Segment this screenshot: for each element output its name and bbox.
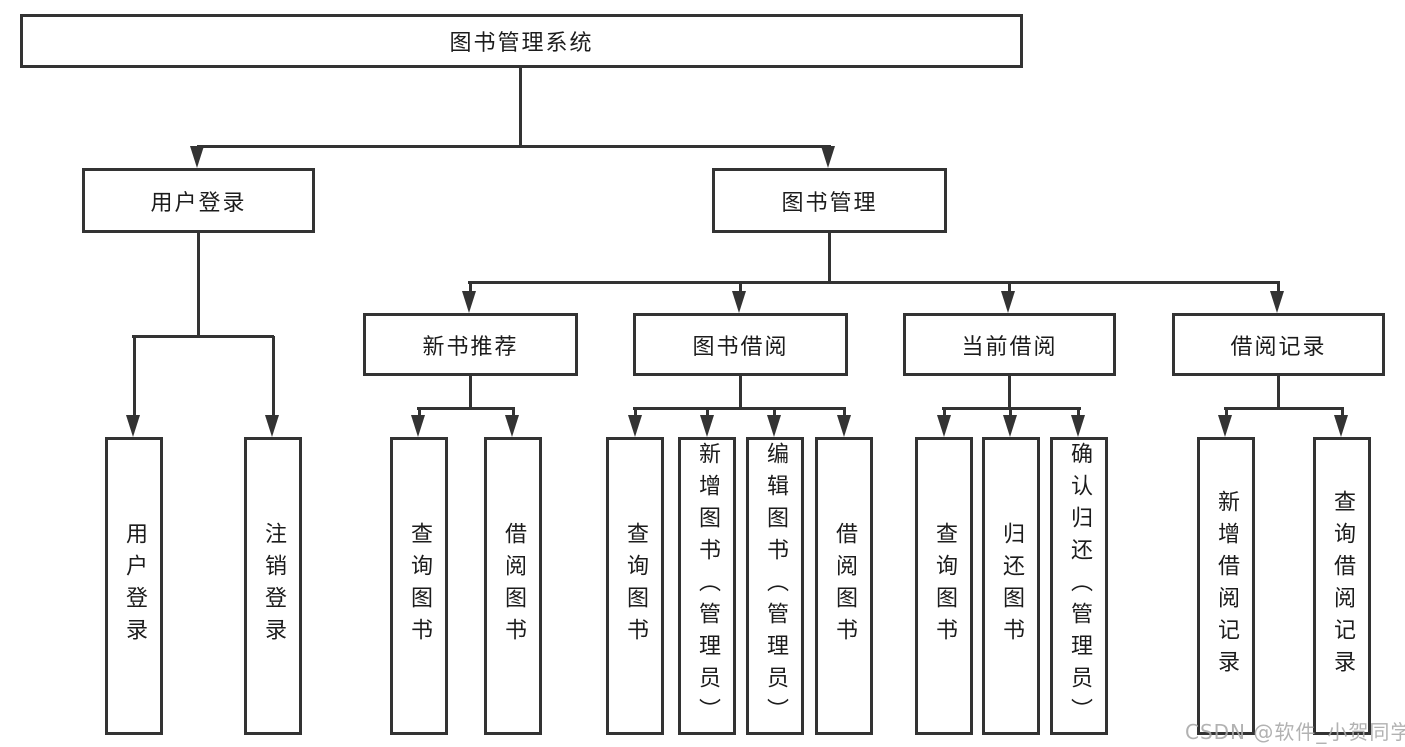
leaf-query-borrow-record: 查询借阅记录 bbox=[1313, 437, 1371, 735]
arrow-head bbox=[1003, 415, 1017, 437]
connector-line bbox=[469, 282, 472, 294]
connector-line bbox=[1277, 376, 1280, 409]
connector-line bbox=[418, 408, 421, 418]
arrow-head bbox=[505, 415, 519, 437]
connector-line bbox=[1008, 282, 1011, 294]
arrow-head bbox=[1270, 291, 1284, 313]
arrow-head bbox=[1334, 415, 1348, 437]
connector-line bbox=[197, 233, 200, 336]
leaf-query-books-current: 查询图书 bbox=[915, 437, 973, 735]
node-book-management: 图书管理 bbox=[712, 168, 947, 233]
arrow-head bbox=[1218, 415, 1232, 437]
leaf-user-login: 用户登录 bbox=[105, 437, 163, 735]
arrow-head bbox=[837, 415, 851, 437]
connector-line bbox=[132, 335, 274, 338]
connector-line bbox=[468, 281, 1280, 284]
arrow-head bbox=[190, 146, 204, 168]
csdn-watermark: CSDN @软件_小贺同学 bbox=[1185, 720, 1405, 744]
node-borrow-records: 借阅记录 bbox=[1172, 313, 1385, 376]
arrow-head bbox=[821, 146, 835, 168]
connector-line bbox=[1077, 408, 1080, 418]
connector-line bbox=[1008, 376, 1011, 409]
connector-line bbox=[943, 408, 946, 418]
connector-line bbox=[633, 407, 846, 410]
leaf-add-book-admin: 新增图书（管理员） bbox=[678, 437, 736, 735]
leaf-borrow-books: 借阅图书 bbox=[815, 437, 873, 735]
arrow-head bbox=[411, 415, 425, 437]
connector-line bbox=[512, 408, 515, 418]
connector-line bbox=[634, 408, 637, 418]
connector-line bbox=[197, 145, 831, 148]
connector-line bbox=[519, 68, 522, 147]
arrow-head bbox=[700, 415, 714, 437]
arrow-head bbox=[732, 291, 746, 313]
connector-line bbox=[1277, 282, 1280, 294]
leaf-edit-book-admin: 编辑图书（管理员） bbox=[746, 437, 804, 735]
arrow-head bbox=[265, 415, 279, 437]
node-book-borrow: 图书借阅 bbox=[633, 313, 848, 376]
arrow-head bbox=[628, 415, 642, 437]
arrow-head bbox=[1071, 415, 1085, 437]
leaf-return-books: 归还图书 bbox=[982, 437, 1040, 735]
leaf-query-books-borrow: 查询图书 bbox=[606, 437, 664, 735]
node-new-book-recommend: 新书推荐 bbox=[363, 313, 578, 376]
connector-line bbox=[1009, 408, 1012, 418]
connector-line bbox=[272, 336, 275, 417]
node-current-borrow: 当前借阅 bbox=[903, 313, 1116, 376]
leaf-confirm-return-admin: 确认归还（管理员） bbox=[1050, 437, 1108, 735]
connector-line bbox=[706, 408, 709, 418]
connector-line bbox=[1341, 408, 1344, 418]
arrow-head bbox=[937, 415, 951, 437]
leaf-add-borrow-record: 新增借阅记录 bbox=[1197, 437, 1255, 735]
connector-line bbox=[1225, 408, 1228, 418]
connector-line bbox=[739, 376, 742, 409]
leaf-logout: 注销登录 bbox=[244, 437, 302, 735]
connector-line bbox=[843, 408, 846, 418]
connector-line bbox=[828, 233, 831, 282]
leaf-query-books-recommend: 查询图书 bbox=[390, 437, 448, 735]
connector-line bbox=[417, 407, 515, 410]
leaf-borrow-books-recommend: 借阅图书 bbox=[484, 437, 542, 735]
arrow-head bbox=[126, 415, 140, 437]
connector-line bbox=[133, 336, 136, 417]
arrow-head bbox=[1001, 291, 1015, 313]
connector-line bbox=[739, 282, 742, 294]
connector-line bbox=[469, 376, 472, 409]
arrow-head bbox=[462, 291, 476, 313]
arrow-head bbox=[767, 415, 781, 437]
connector-line bbox=[773, 408, 776, 418]
connector-line bbox=[1224, 407, 1344, 410]
node-user-login: 用户登录 bbox=[82, 168, 315, 233]
node-root: 图书管理系统 bbox=[20, 14, 1023, 68]
